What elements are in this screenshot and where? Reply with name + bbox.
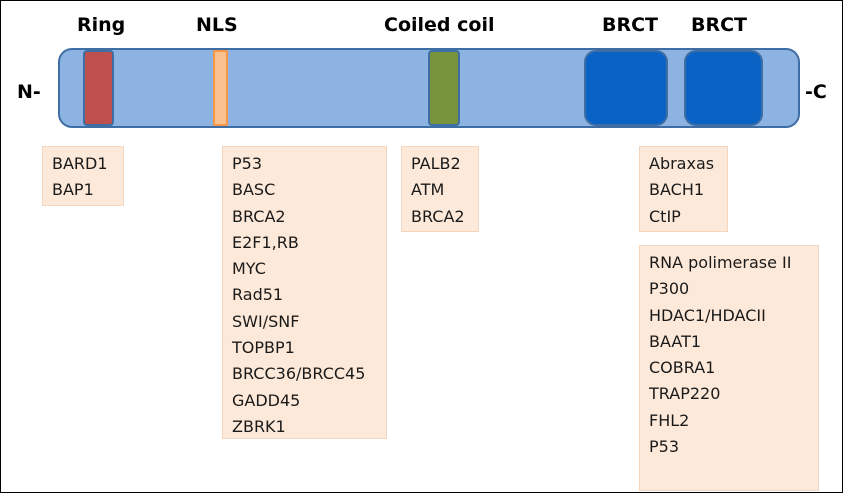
ring-domain-segment bbox=[83, 50, 114, 126]
interactor-item: FHL2 bbox=[649, 410, 690, 430]
interactor-item: HDAC1/HDACII bbox=[649, 305, 766, 325]
interactor-item: E2F1,RB bbox=[232, 232, 299, 252]
interactor-item: Rad51 bbox=[232, 285, 284, 305]
nls-domain-label: NLS bbox=[196, 14, 238, 36]
ring-domain-label: Ring bbox=[77, 14, 126, 36]
interactor-item: GADD45 bbox=[232, 390, 301, 410]
interactor-item: BAP1 bbox=[52, 180, 94, 200]
interactor-item: P53 bbox=[649, 437, 680, 457]
interactor-item: BRCA2 bbox=[411, 206, 465, 226]
interactor-item: COBRA1 bbox=[649, 358, 716, 378]
brct2-domain-segment bbox=[684, 50, 763, 126]
n-terminus-label: N- bbox=[17, 81, 41, 103]
interactor-item: BACH1 bbox=[649, 180, 705, 200]
interactor-item: P53 bbox=[232, 154, 263, 173]
interactor-item: CtIP bbox=[649, 206, 681, 226]
nls-domain-segment bbox=[213, 50, 228, 126]
c-terminus-label: -C bbox=[805, 81, 827, 103]
interactor-item: ZBRK1 bbox=[232, 416, 286, 436]
coiled-coil-domain-segment bbox=[428, 50, 460, 126]
interactor-item: P300 bbox=[649, 279, 690, 299]
interactor-item: BAAT1 bbox=[649, 331, 702, 351]
interactor-item: PALB2 bbox=[411, 154, 461, 173]
interactor-item: TRAP220 bbox=[649, 384, 721, 404]
coiled-coil-domain-label: Coiled coil bbox=[384, 14, 495, 36]
interactor-item: BRCC36/BRCC45 bbox=[232, 364, 366, 384]
interactor-item: MYC bbox=[232, 259, 266, 279]
interactor-item: BARD1 bbox=[52, 154, 108, 173]
interactor-item: BRCA2 bbox=[232, 206, 286, 226]
interactor-item: TOPBP1 bbox=[232, 338, 295, 358]
interactor-item: Abraxas bbox=[649, 154, 715, 173]
interactor-item: ATM bbox=[411, 180, 445, 200]
interactor-item: RNA polimerase II bbox=[649, 253, 792, 272]
interactor-item: SWI/SNF bbox=[232, 311, 300, 331]
brct2-domain-label: BRCT bbox=[691, 14, 748, 36]
brct1-domain-label: BRCT bbox=[602, 14, 659, 36]
brct1-domain-segment bbox=[584, 50, 668, 126]
interactor-item: BASC bbox=[232, 180, 276, 200]
